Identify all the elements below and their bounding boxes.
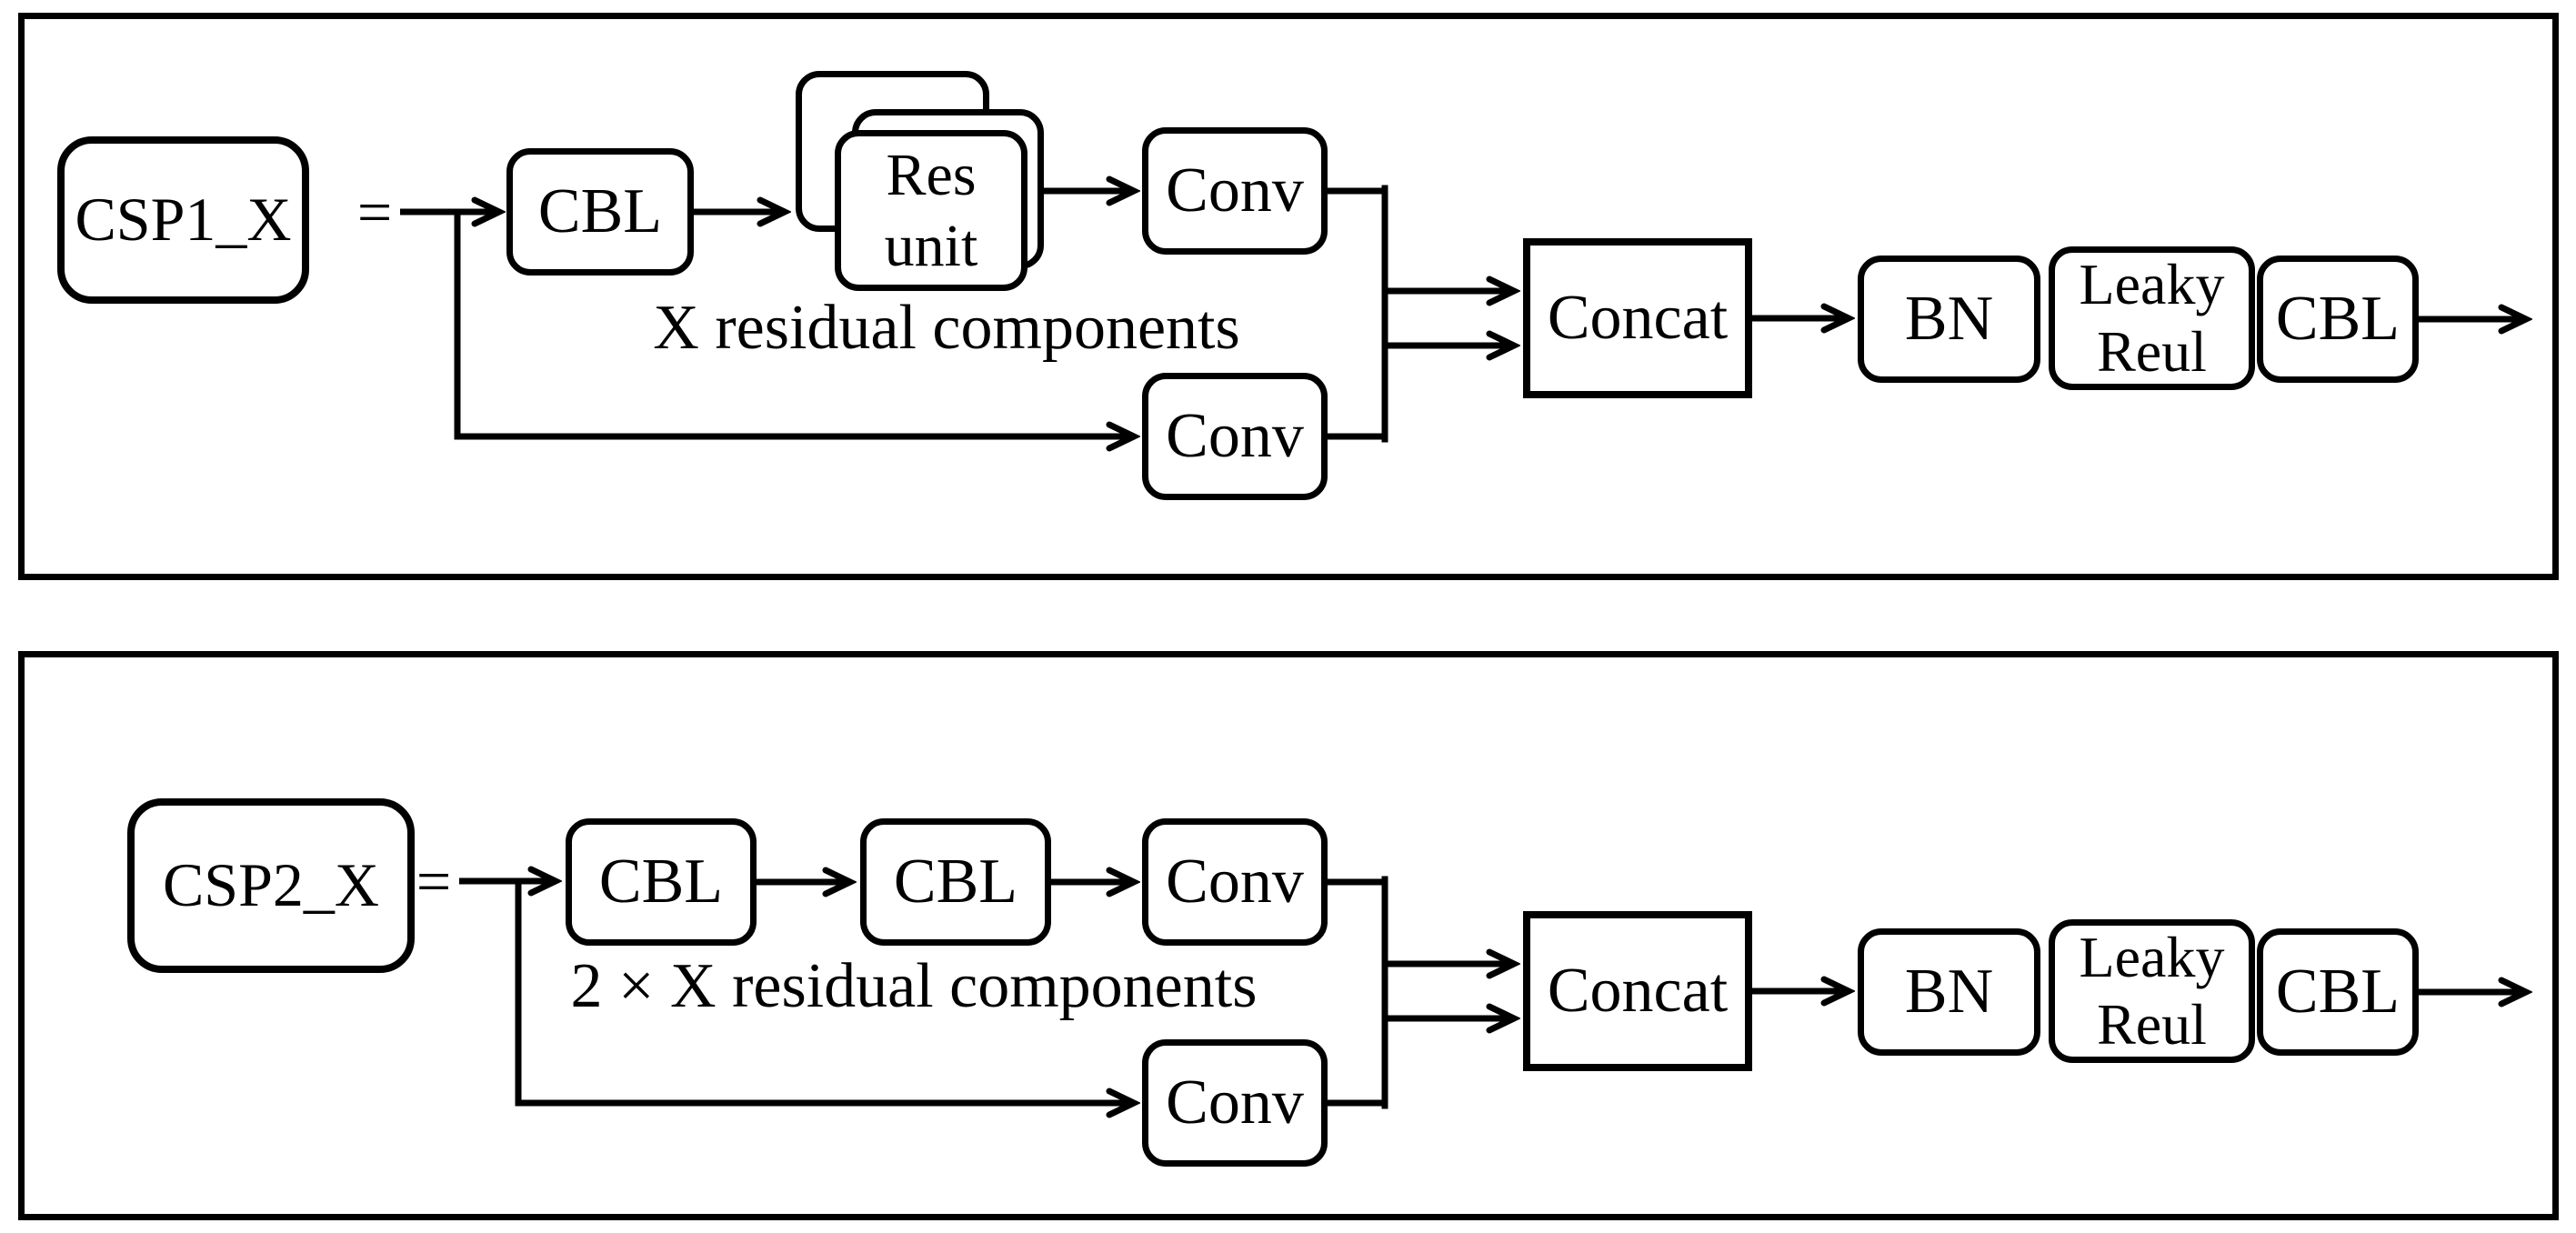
conv-label: Conv <box>1166 1068 1304 1138</box>
leaky-relu-box-1: Leaky Reul <box>2049 246 2255 390</box>
leaky-line1: Leaky <box>2079 925 2225 990</box>
equals-sign-1: = <box>356 176 393 246</box>
res-unit-line1: Res <box>886 141 977 208</box>
leaky-relu-label: Leaky Reul <box>2080 924 2225 1058</box>
cbl-label: CBL <box>537 176 663 247</box>
annotation-x-residual-components: X residual components <box>653 293 1240 363</box>
res-unit-line2: unit <box>884 212 978 279</box>
conv-box-main-2: Conv <box>1142 818 1328 946</box>
leaky-relu-label: Leaky Reul <box>2080 251 2225 385</box>
concat-label: Concat <box>1547 283 1729 354</box>
conv-box-shortcut-1: Conv <box>1142 373 1328 500</box>
wire-csp2-shortcut <box>515 881 1131 1103</box>
res-unit-label: Res unit <box>885 140 978 282</box>
concat-box-1: Concat <box>1523 238 1752 398</box>
conv-label: Conv <box>1166 155 1304 226</box>
leaky-line2: Reul <box>2097 319 2207 384</box>
bn-box-1: BN <box>1858 256 2040 383</box>
csp1-panel-frame <box>18 13 2559 580</box>
res-unit-box: Res unit <box>835 130 1027 291</box>
cbl-label: CBL <box>598 847 724 917</box>
cbl-box-out-1: CBL <box>2257 256 2419 383</box>
leaky-relu-box-2: Leaky Reul <box>2049 919 2255 1063</box>
bn-box-2: BN <box>1858 928 2040 1056</box>
conv-label: Conv <box>1166 401 1304 472</box>
conv-box-shortcut-2: Conv <box>1142 1039 1328 1167</box>
concat-label: Concat <box>1547 956 1729 1027</box>
csp1-name-box: CSP1_X <box>57 136 309 304</box>
concat-box-2: Concat <box>1523 911 1752 1071</box>
cbl-box-1: CBL <box>506 148 694 276</box>
csp1-name-label: CSP1_X <box>75 185 292 255</box>
wire-csp1-shortcut <box>454 212 1131 436</box>
cbl-label: CBL <box>893 847 1018 917</box>
leaky-line1: Leaky <box>2079 252 2225 317</box>
bn-label: BN <box>1904 284 1994 355</box>
cbl-box-2a: CBL <box>566 818 757 946</box>
cbl-label: CBL <box>2275 284 2401 355</box>
conv-label: Conv <box>1166 847 1304 917</box>
cbl-box-2b: CBL <box>860 818 1051 946</box>
cbl-box-out-2: CBL <box>2257 928 2419 1056</box>
csp2-panel-frame <box>18 651 2559 1220</box>
bn-label: BN <box>1904 957 1994 1028</box>
leaky-line2: Reul <box>2097 992 2207 1057</box>
conv-box-main-1: Conv <box>1142 127 1328 255</box>
cbl-label: CBL <box>2275 957 2401 1028</box>
equals-sign-2: = <box>416 846 452 916</box>
csp2-name-box: CSP2_X <box>127 798 415 973</box>
csp2-name-label: CSP2_X <box>162 850 380 920</box>
annotation-2x-residual-components: 2 × X residual components <box>570 951 1258 1021</box>
